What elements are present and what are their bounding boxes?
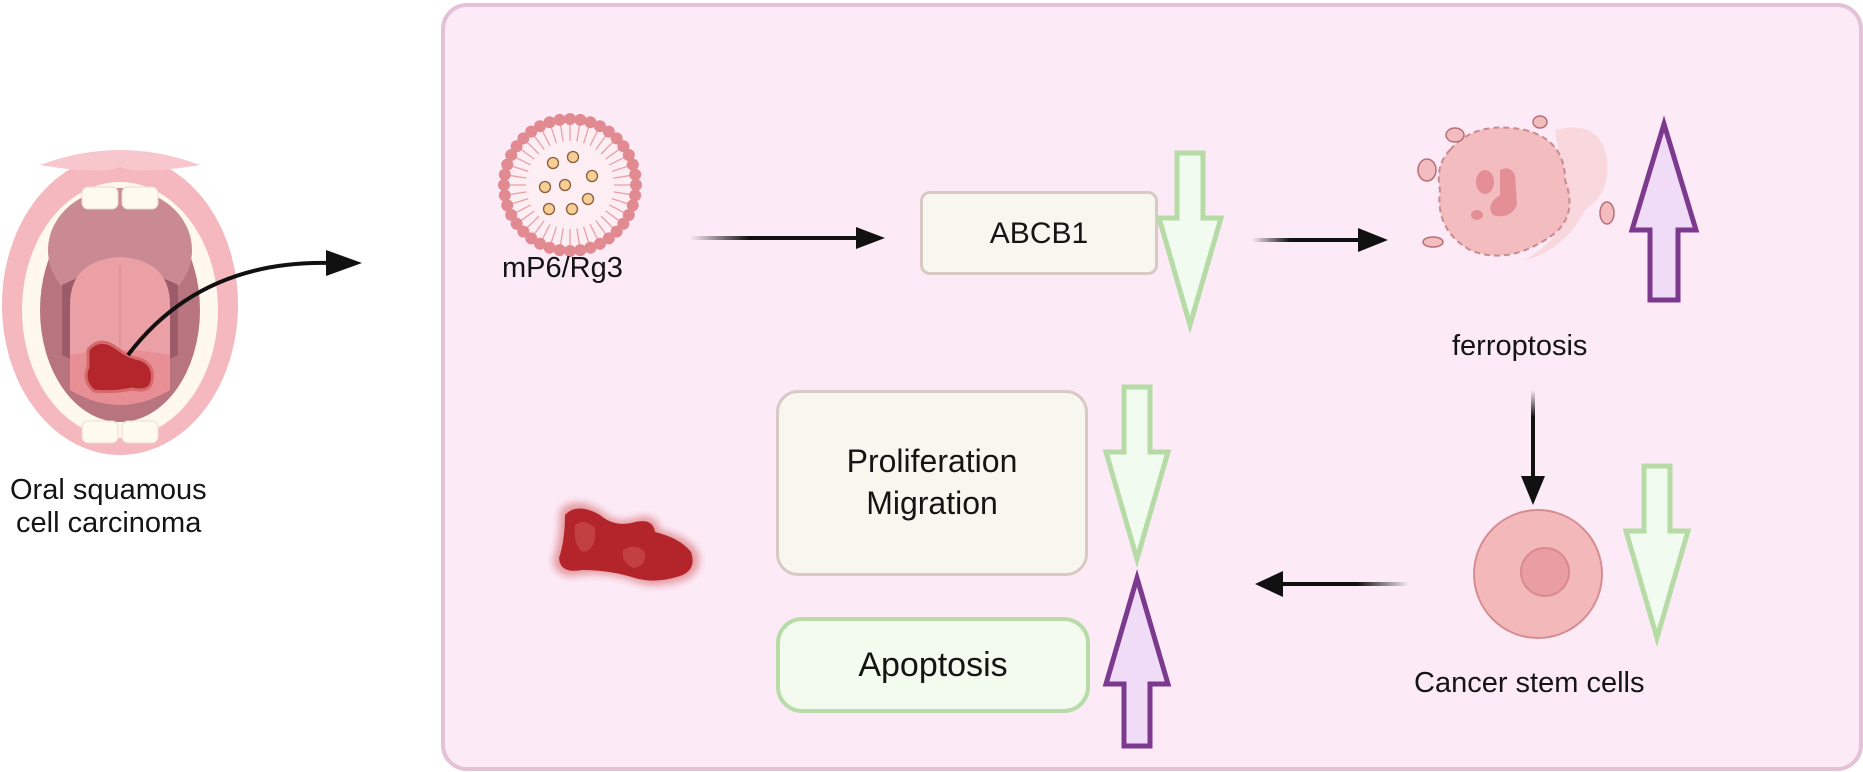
arrow-csc-to-outcomes	[1255, 571, 1409, 597]
down-arrow-icon	[1622, 463, 1692, 647]
down-arrow-icon	[1155, 150, 1225, 334]
arrow-mouth-to-panel	[126, 250, 362, 357]
abcb1-label: ABCB1	[989, 216, 1089, 250]
label-migration: Migration	[866, 485, 998, 521]
down-arrow-icon	[1102, 384, 1172, 568]
up-arrow-icon	[1102, 569, 1172, 749]
tumor-lesion	[84, 340, 154, 394]
label-oral-scc-line1: Oral squamous	[10, 474, 207, 506]
label-proliferation: Proliferation	[846, 443, 1018, 480]
label-ferroptosis: ferroptosis	[1452, 330, 1588, 362]
cancer-stem-cell-icon	[1473, 509, 1603, 639]
oral-cavity-illustration	[2, 150, 238, 455]
arrow-ferroptosis-to-csc	[1521, 390, 1545, 505]
arrow-nanoparticle-to-abcb1	[690, 227, 885, 249]
label-oral-scc-line2: cell carcinoma	[16, 507, 202, 539]
box-abcb1: ABCB1	[920, 191, 1158, 275]
arrow-abcb1-to-ferroptosis	[1252, 228, 1388, 252]
label-nanoparticle: mP6/Rg3	[502, 252, 623, 284]
box-proliferation-migration: Proliferation Migration	[776, 390, 1088, 576]
label-cancer-stem-cells: Cancer stem cells	[1414, 667, 1645, 699]
label-apoptosis: Apoptosis	[858, 645, 1008, 684]
nanoparticle-liposome-icon	[498, 113, 642, 257]
up-arrow-icon	[1628, 115, 1700, 303]
ferroptosis-cell-icon	[1417, 115, 1615, 260]
box-apoptosis: Apoptosis	[776, 617, 1090, 713]
tumor-mass-icon	[553, 502, 700, 586]
